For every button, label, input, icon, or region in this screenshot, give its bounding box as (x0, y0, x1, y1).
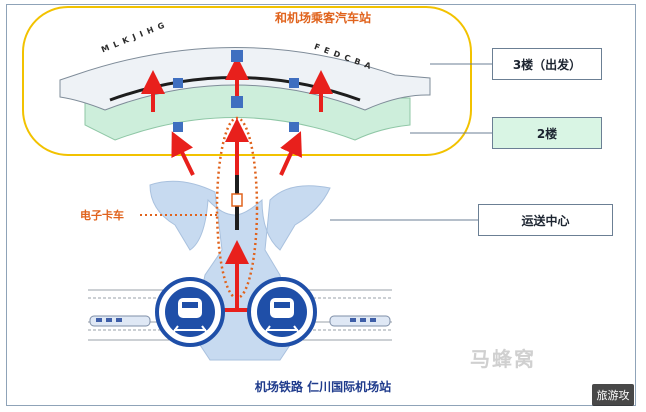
elevator-icon (173, 50, 299, 132)
train-right (329, 315, 391, 327)
direction-arrows (141, 56, 333, 310)
transport-center-callout: 运送中心 (478, 204, 613, 236)
railway-station-label: 机场铁路 仁川国际机场站 (254, 380, 392, 394)
floor2-callout: 2楼 (492, 117, 602, 149)
tram-label: 电子卡车 (80, 209, 124, 222)
bus-station-highlight (22, 6, 472, 156)
watermark-text: 马蜂窝 (470, 347, 536, 371)
callout-connectors (330, 63, 492, 221)
floor3-callout: 3楼（出发） (492, 48, 602, 80)
train-left (89, 315, 151, 327)
train-icon (247, 277, 317, 347)
watermark-badge: 旅游攻 (592, 384, 634, 406)
bus-station-label: 和机场乘客汽车站 (274, 11, 371, 25)
train-icon (155, 277, 225, 347)
